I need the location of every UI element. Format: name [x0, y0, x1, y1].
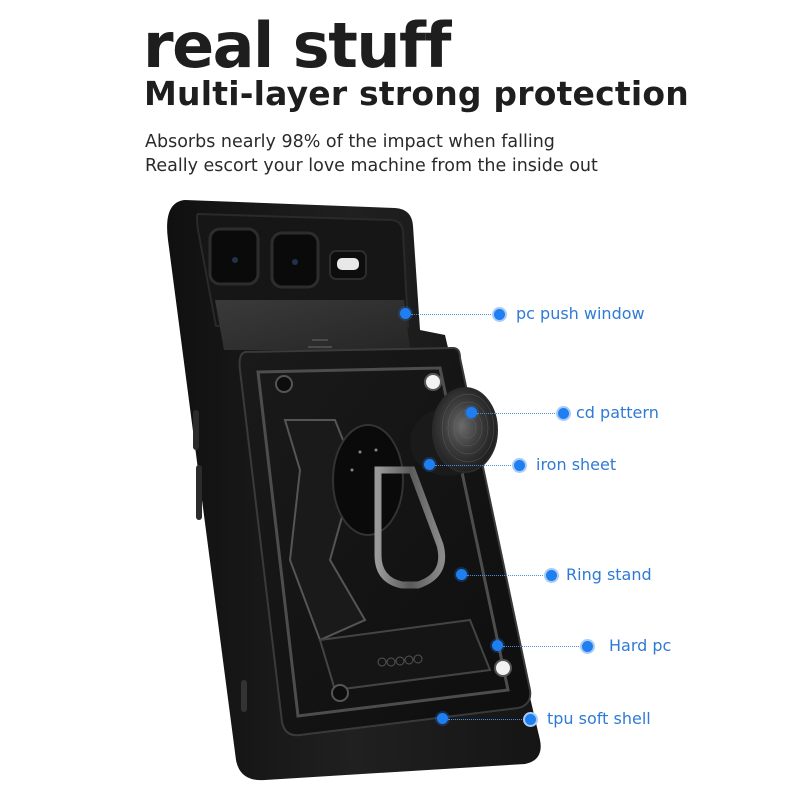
leader-line	[477, 413, 563, 414]
leader-line	[503, 646, 583, 647]
marker-dot-icon	[556, 406, 571, 421]
iron-sheet	[332, 424, 404, 536]
description-line-2: Really escort your love machine from the…	[145, 156, 598, 176]
callout-iron-sheet: iron sheet	[424, 454, 624, 478]
marker-dot-icon	[512, 458, 527, 473]
leader-line	[435, 465, 515, 466]
callout-hard-pc: Hard pc	[492, 635, 682, 659]
ring-stand	[374, 466, 446, 589]
callout-label: Ring stand	[566, 565, 652, 584]
callout-label: tpu soft shell	[547, 709, 651, 728]
marker-dot-icon	[437, 713, 448, 724]
description: Absorbs nearly 98% of the impact when fa…	[145, 130, 598, 178]
callout-label: cd pattern	[576, 403, 659, 422]
callout-cd-pattern: cd pattern	[466, 402, 666, 426]
marker-dot-icon	[400, 308, 411, 319]
marker-dot-icon	[466, 407, 477, 418]
callout-tpu-soft-shell: tpu soft shell	[437, 708, 657, 732]
marker-dot-icon	[492, 640, 503, 651]
camera-module	[196, 212, 410, 327]
marker-dot-icon	[523, 712, 538, 727]
leader-line	[448, 719, 528, 720]
marker-dot-icon	[580, 639, 595, 654]
callout-ring-stand: Ring stand	[456, 564, 656, 588]
marker-dot-icon	[456, 569, 467, 580]
leader-line	[411, 314, 497, 315]
headline-subtitle: Multi-layer strong protection	[144, 74, 689, 113]
callout-label: Hard pc	[609, 636, 672, 655]
callout-label: pc push window	[516, 304, 645, 323]
description-line-1: Absorbs nearly 98% of the impact when fa…	[145, 132, 555, 152]
pc-push-window	[215, 300, 410, 350]
callout-pc-push-window: pc push window	[400, 303, 660, 327]
leader-line	[467, 575, 547, 576]
headline-title: real stuff	[143, 9, 451, 82]
cd-pattern-knob	[410, 387, 498, 476]
callout-label: iron sheet	[536, 455, 617, 474]
marker-dot-icon	[424, 459, 435, 470]
marker-dot-icon	[492, 307, 507, 322]
marker-dot-icon	[544, 568, 559, 583]
